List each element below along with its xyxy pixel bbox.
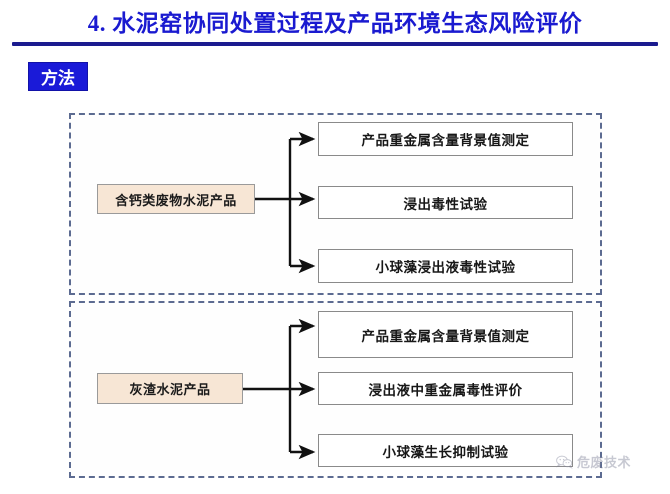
method-badge: 方法: [28, 62, 88, 91]
watermark: 危废技术: [556, 452, 631, 471]
target-node-section-1-item-1: 产品重金属含量背景值测定: [318, 122, 573, 156]
title-underline-rule: [12, 42, 658, 46]
source-node-section-2: 灰渣水泥产品: [97, 373, 243, 404]
target-node-section-1-item-2: 浸出毒性试验: [318, 186, 573, 219]
watermark-text: 危废技术: [577, 455, 632, 470]
wechat-icon: [556, 455, 573, 469]
page-title: 4. 水泥窑协同处置过程及产品环境生态风险评价: [87, 11, 583, 36]
target-node-section-2-item-1: 产品重金属含量背景值测定: [318, 311, 573, 358]
target-node-section-2-item-3: 小球藻生长抑制试验: [318, 434, 573, 467]
target-node-section-2-item-2: 浸出液中重金属毒性评价: [318, 372, 573, 405]
target-node-section-1-item-3: 小球藻浸出液毒性试验: [318, 249, 573, 283]
source-node-section-1: 含钙类废物水泥产品: [97, 184, 255, 214]
